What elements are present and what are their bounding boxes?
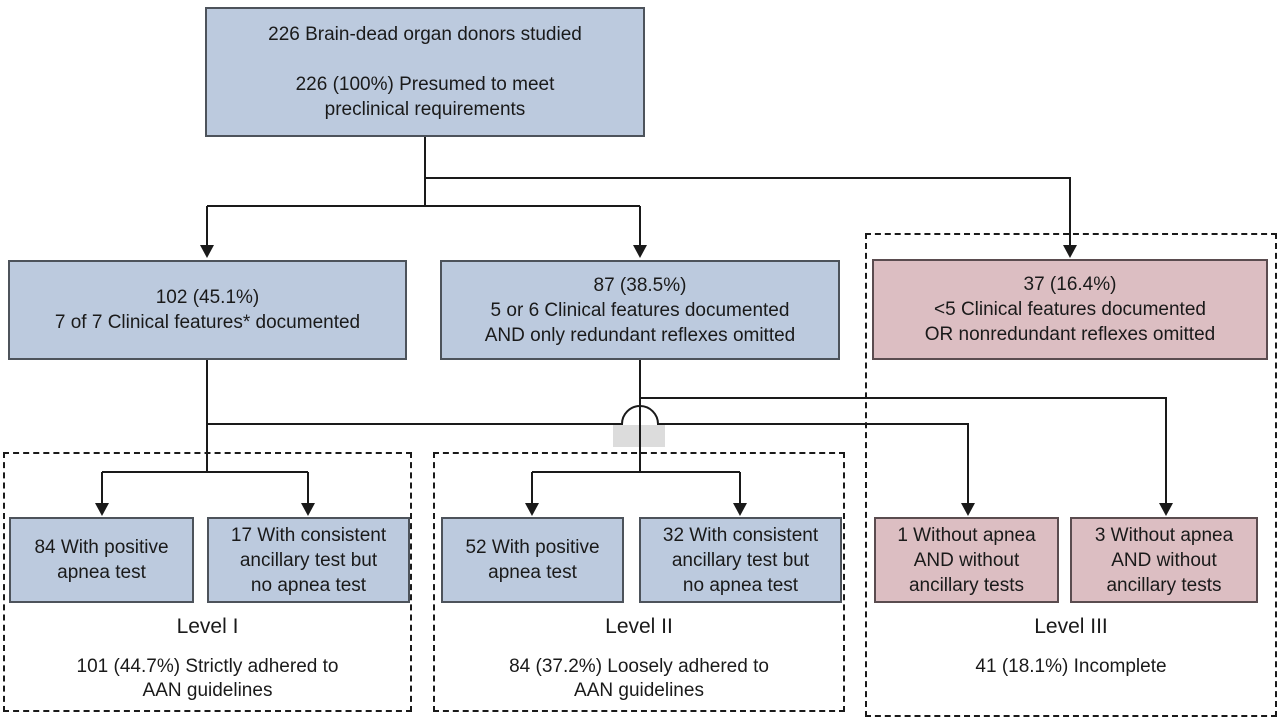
node-donors-studied: 226 Brain-dead organ donors studied 226 … bbox=[205, 7, 645, 137]
arrowhead-loose bbox=[633, 245, 647, 258]
node-loose-documentation: 87 (38.5%) 5 or 6 Clinical features docu… bbox=[440, 260, 840, 360]
level1-title: Level I bbox=[176, 615, 239, 638]
level1-label-block: Level I 101 (44.7%) Strictly adhered to … bbox=[3, 614, 412, 703]
arrowhead-apnea84 bbox=[95, 503, 109, 516]
level3-title: Level III bbox=[1034, 615, 1108, 638]
edge-loose-to-without3 bbox=[640, 397, 1167, 504]
arrowhead-without3 bbox=[1159, 503, 1173, 516]
arrowhead-ancillary32 bbox=[733, 503, 747, 516]
node-ancillary-17: 17 With consistent ancillary test but no… bbox=[207, 517, 410, 603]
level3-label-block: Level III 41 (18.1%) Incomplete bbox=[865, 614, 1277, 679]
arrowhead-strict bbox=[200, 245, 214, 258]
level3-summary: 41 (18.1%) Incomplete bbox=[975, 656, 1167, 677]
level2-label-block: Level II 84 (37.2%) Loosely adhered to A… bbox=[433, 614, 845, 703]
node-without-tests-1: 1 Without apnea AND without ancillary te… bbox=[874, 517, 1059, 603]
level1-summary: 101 (44.7%) Strictly adhered to AAN guid… bbox=[76, 656, 339, 701]
node-incomplete-documentation: 37 (16.4%) <5 Clinical features document… bbox=[872, 259, 1268, 360]
node-positive-apnea-52: 52 With positive apnea test bbox=[441, 517, 624, 603]
node-strict-documentation: 102 (45.1%) 7 of 7 Clinical features* do… bbox=[8, 260, 407, 360]
edge-root-to-incomplete bbox=[425, 177, 1071, 246]
arrowhead-incomplete bbox=[1063, 245, 1077, 258]
arrowhead-without1 bbox=[961, 503, 975, 516]
level2-title: Level II bbox=[605, 615, 673, 638]
node-without-tests-3: 3 Without apnea AND without ancillary te… bbox=[1070, 517, 1258, 603]
node-positive-apnea-84: 84 With positive apnea test bbox=[9, 517, 194, 603]
arrowhead-ancillary17 bbox=[301, 503, 315, 516]
edge-strict-to-without1 bbox=[207, 405, 969, 504]
node-ancillary-32: 32 With consistent ancillary test but no… bbox=[639, 517, 842, 603]
level2-summary: 84 (37.2%) Loosely adhered to AAN guidel… bbox=[509, 656, 769, 701]
arrowhead-apnea52 bbox=[525, 503, 539, 516]
